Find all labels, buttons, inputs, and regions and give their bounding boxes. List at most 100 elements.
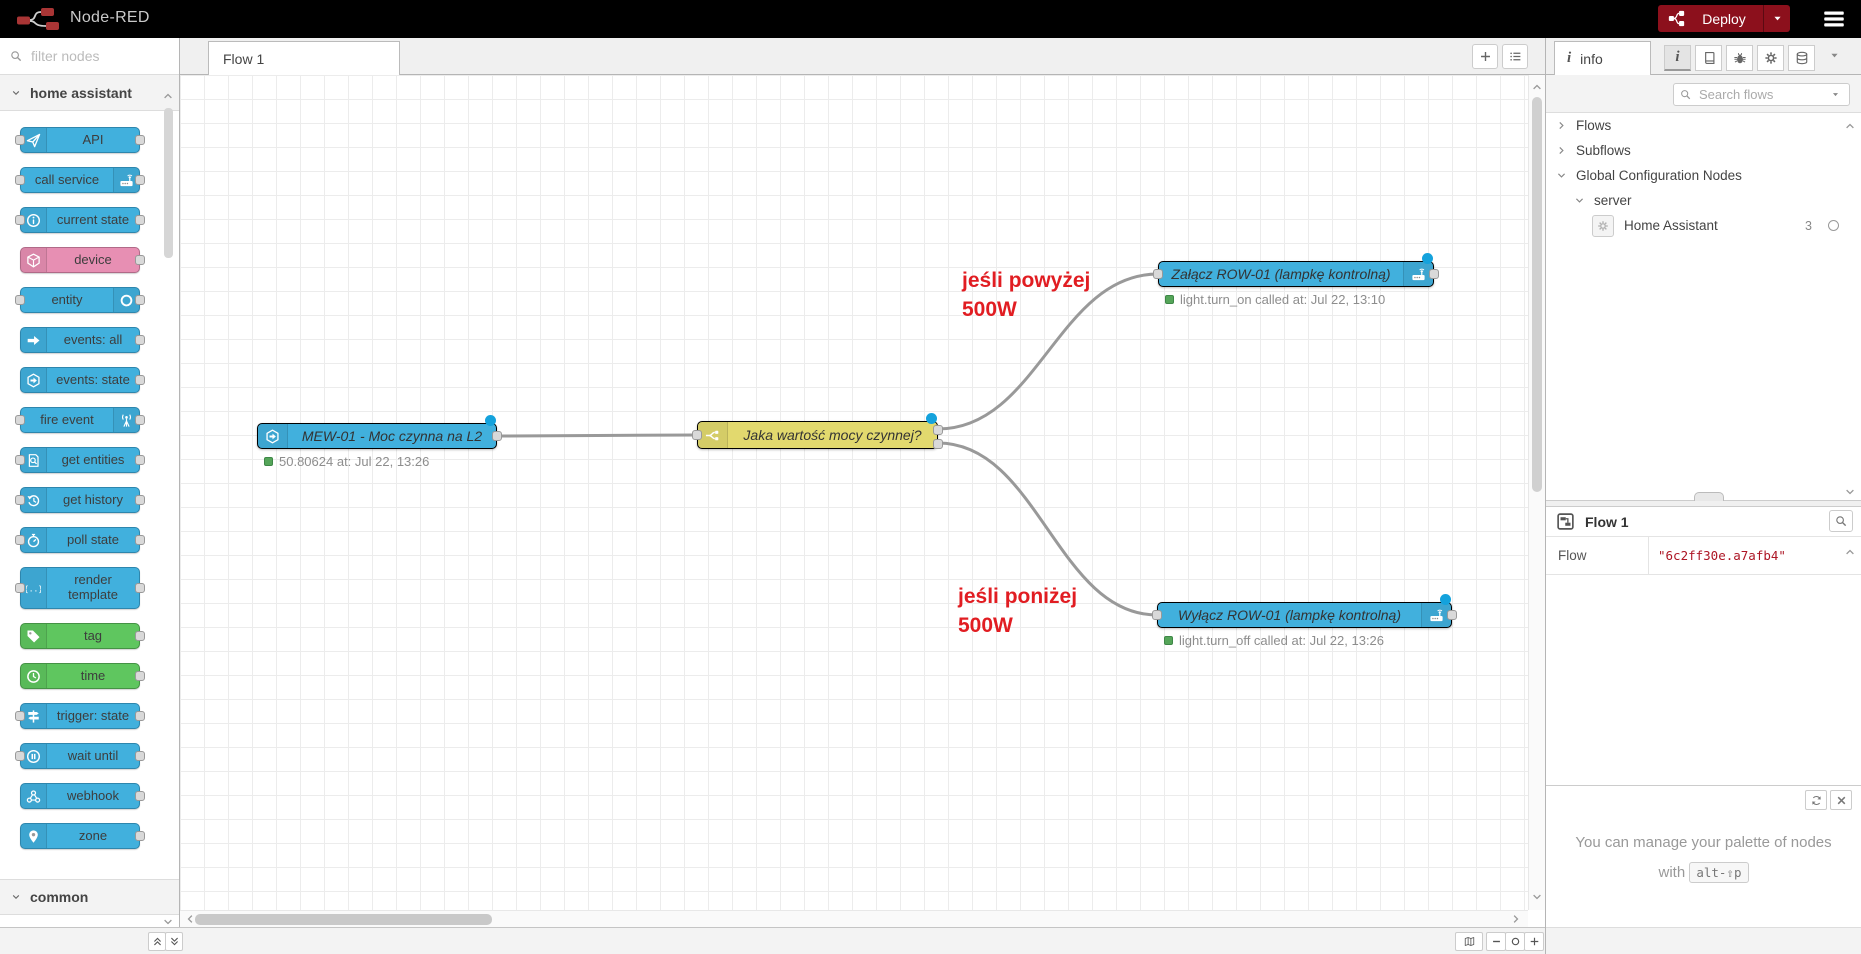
node-port-output[interactable]	[933, 439, 943, 449]
add-flow-button[interactable]	[1472, 44, 1498, 69]
sidebar-tool-config[interactable]	[1757, 45, 1784, 71]
palette-node-tag[interactable]: tag	[20, 623, 145, 649]
flow-tab[interactable]: Flow 1	[208, 41, 400, 75]
node-port-input[interactable]	[15, 535, 25, 545]
palette-node-fire-event[interactable]: fire event	[15, 407, 145, 433]
node-port-input[interactable]	[15, 495, 25, 505]
flow-node-wy-cz-row-01-lampk-kontroln[interactable]: Wyłącz ROW-01 (lampkę kontrolną)light.tu…	[1152, 594, 1457, 648]
palette-node-wait-until[interactable]: wait until	[15, 743, 145, 769]
zoom-out-button[interactable]	[1486, 932, 1506, 951]
palette-node-get-entities[interactable]: get entities	[15, 447, 145, 473]
sidebar-resize-handle[interactable]	[1694, 492, 1724, 501]
main-menu-button[interactable]	[1818, 7, 1850, 31]
zoom-in-button[interactable]	[1524, 932, 1544, 951]
deploy-options-caret-icon[interactable]	[1764, 13, 1790, 24]
node-port-output[interactable]	[135, 671, 145, 681]
tree-item-flows[interactable]: Flows	[1546, 113, 1861, 138]
node-port-output[interactable]	[135, 335, 145, 345]
palette-scrollbar-thumb[interactable]	[164, 108, 173, 258]
tip-close-button[interactable]	[1830, 790, 1852, 810]
node-port-input[interactable]	[15, 751, 25, 761]
node-port-output[interactable]	[933, 425, 943, 435]
flow-list-button[interactable]	[1502, 44, 1528, 69]
palette-node-call-service[interactable]: call service	[15, 167, 145, 193]
node-port-input[interactable]	[15, 583, 25, 593]
palette-node-webhook[interactable]: webhook	[20, 783, 145, 809]
wire[interactable]	[495, 433, 699, 438]
tree-item-server[interactable]: server	[1546, 188, 1861, 213]
scroll-up-icon[interactable]	[1844, 120, 1856, 132]
sidebar-tool-context[interactable]	[1788, 45, 1815, 71]
scroll-down-icon[interactable]	[1844, 486, 1856, 498]
palette-node-time[interactable]: time	[20, 663, 145, 689]
node-port-input[interactable]	[692, 430, 702, 440]
sidebar-tool-debug[interactable]	[1726, 45, 1753, 71]
expand-categories-button[interactable]	[165, 932, 183, 951]
node-port-input[interactable]	[15, 135, 25, 145]
node-port-input[interactable]	[15, 415, 25, 425]
node-port-output[interactable]	[135, 255, 145, 265]
palette-node-render-template[interactable]: {..}render template	[15, 567, 145, 609]
canvas-vscrollbar-thumb[interactable]	[1532, 97, 1542, 492]
canvas-hscrollbar-thumb[interactable]	[195, 914, 492, 925]
navigator-button[interactable]	[1455, 932, 1483, 951]
palette-node-entity[interactable]: entity	[15, 287, 145, 313]
node-port-output[interactable]	[492, 431, 502, 441]
node-port-output[interactable]	[135, 175, 145, 185]
node-port-output[interactable]	[135, 631, 145, 641]
caret-down-icon[interactable]	[1831, 90, 1849, 99]
node-port-output[interactable]	[1447, 610, 1457, 620]
palette-node-poll-state[interactable]: poll state	[15, 527, 145, 553]
node-port-output[interactable]	[135, 535, 145, 545]
search-flows-input[interactable]	[1697, 86, 1831, 103]
deploy-button[interactable]: Deploy	[1658, 5, 1790, 32]
collapse-categories-button[interactable]	[148, 932, 166, 951]
palette-node-device[interactable]: device	[20, 247, 145, 273]
scroll-right-icon[interactable]	[1510, 913, 1522, 925]
node-port-output[interactable]	[135, 751, 145, 761]
palette-scroll-down-icon[interactable]	[162, 916, 174, 928]
scroll-up-icon[interactable]	[1844, 546, 1856, 558]
palette-node-get-history[interactable]: get history	[15, 487, 145, 513]
tree-item-subflows[interactable]: Subflows	[1546, 138, 1861, 163]
tip-refresh-button[interactable]	[1805, 790, 1827, 810]
palette-scroll-up-icon[interactable]	[162, 90, 174, 102]
node-port-input[interactable]	[15, 711, 25, 721]
sidebar-tool-info[interactable]: i	[1664, 45, 1691, 71]
node-port-input[interactable]	[1153, 269, 1163, 279]
palette-node-trigger-state[interactable]: trigger: state	[15, 703, 145, 729]
search-flow-button[interactable]	[1829, 510, 1853, 532]
node-port-output[interactable]	[135, 215, 145, 225]
wire[interactable]	[936, 441, 1159, 617]
sidebar-tabs-overflow-caret-icon[interactable]	[1829, 50, 1845, 66]
palette-node-events-state[interactable]: events: state	[20, 367, 145, 393]
palette-node-events-all[interactable]: events: all	[20, 327, 145, 353]
node-port-output[interactable]	[135, 831, 145, 841]
sidebar-panel-divider[interactable]	[1546, 492, 1861, 507]
scroll-up-icon[interactable]	[1531, 81, 1543, 93]
sidebar-tab-info[interactable]: i info	[1554, 41, 1651, 75]
node-port-output[interactable]	[135, 135, 145, 145]
node-port-output[interactable]	[135, 455, 145, 465]
palette-category-common[interactable]: common	[0, 879, 179, 915]
node-port-output[interactable]	[135, 295, 145, 305]
scroll-left-icon[interactable]	[184, 913, 196, 925]
node-port-input[interactable]	[1152, 610, 1162, 620]
palette-filter-input[interactable]	[29, 47, 149, 65]
zoom-reset-button[interactable]	[1505, 932, 1525, 951]
node-port-input[interactable]	[15, 295, 25, 305]
node-port-input[interactable]	[15, 455, 25, 465]
node-port-output[interactable]	[135, 791, 145, 801]
palette-category-home-assistant[interactable]: home assistant	[0, 75, 179, 111]
config-node-radio[interactable]	[1828, 220, 1839, 231]
node-port-output[interactable]	[135, 375, 145, 385]
flow-node-za-cz-row-01-lampk-kontroln[interactable]: Załącz ROW-01 (lampkę kontrolną)light.tu…	[1153, 253, 1439, 307]
sidebar-tool-help[interactable]	[1695, 45, 1722, 71]
palette-node-zone[interactable]: zone	[20, 823, 145, 849]
palette-node-api[interactable]: API	[15, 127, 145, 153]
